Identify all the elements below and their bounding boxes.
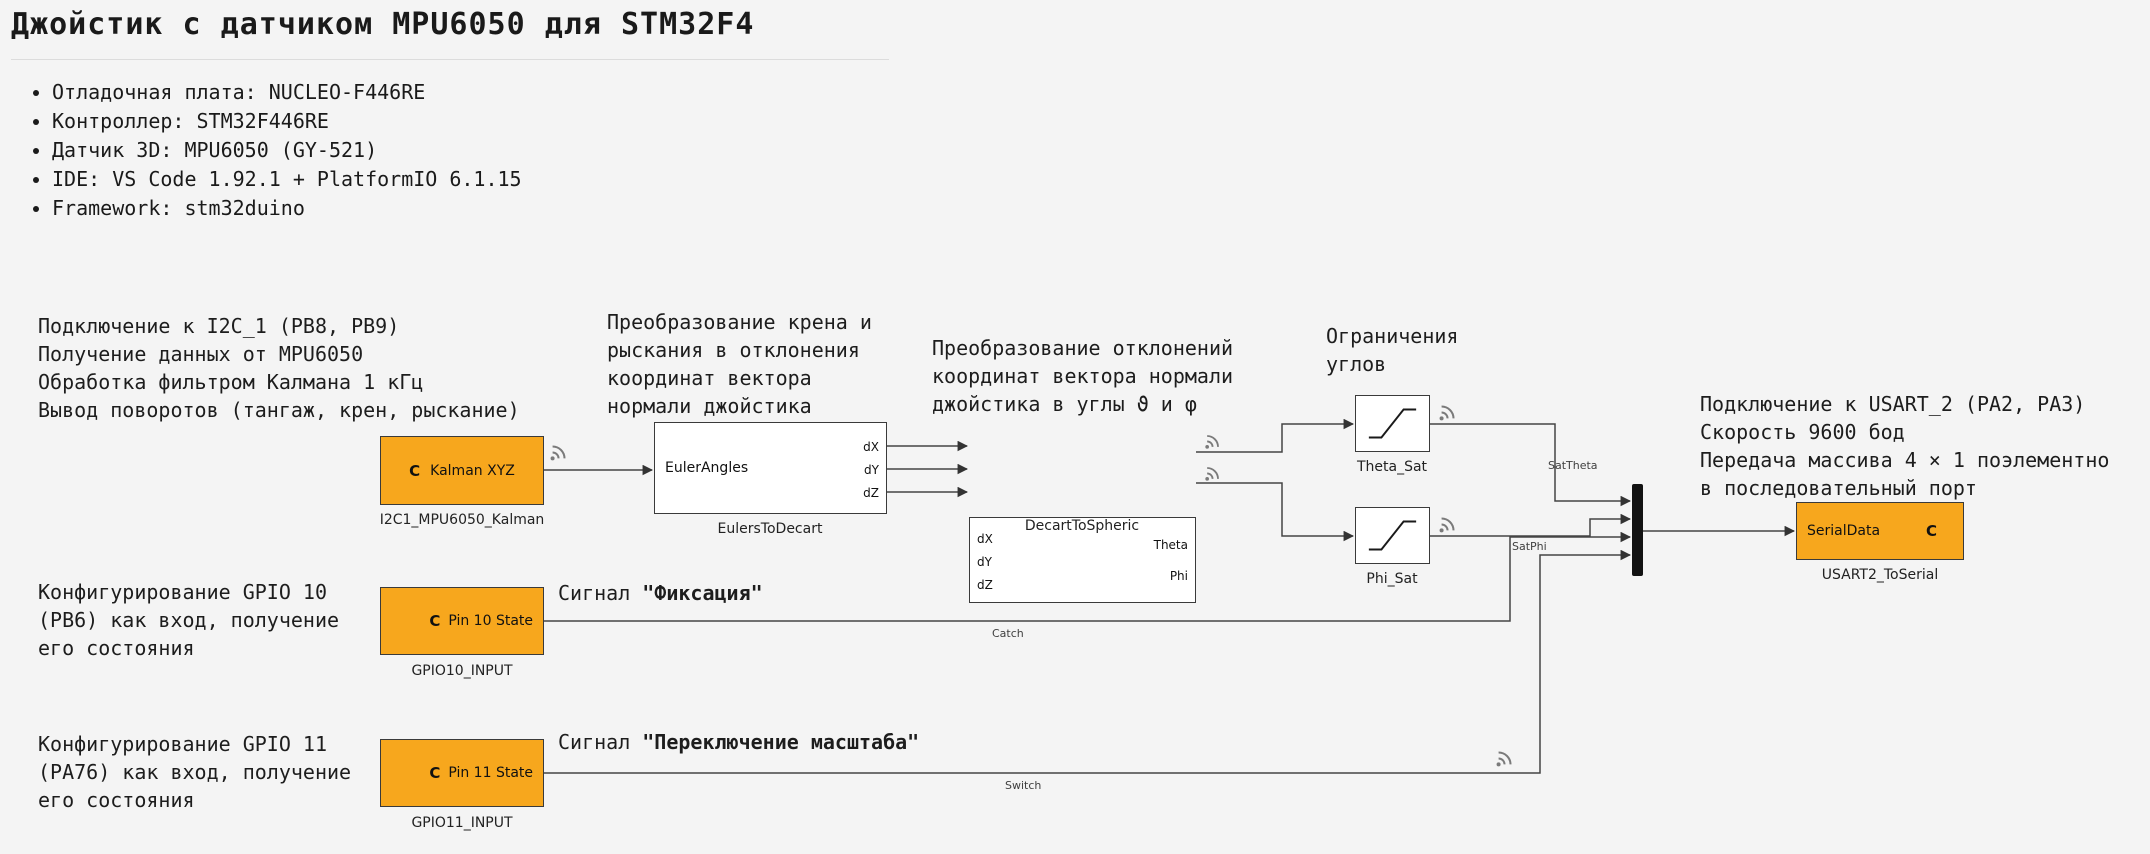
c-function-badge: C <box>1925 522 1937 540</box>
block-decart-to-spheric[interactable]: dX dY dZ Theta Phi <box>969 517 1196 603</box>
spec-item-board: Отладочная плата: NUCLEO-F446RE <box>52 78 522 107</box>
wire-label-satphi: SatPhi <box>1512 540 1547 553</box>
wireless-icon <box>1204 467 1219 482</box>
port-out-phi: Phi <box>1169 569 1188 583</box>
wireless-icon <box>1204 435 1219 450</box>
block-caption-theta-sat: Theta_Sat <box>1356 459 1428 475</box>
block-label: Pin 10 State <box>448 613 533 629</box>
annotation-eulers: Преобразование крена и рыскания в отклон… <box>607 310 872 418</box>
signal-prefix: Сигнал <box>558 730 631 754</box>
annotation-gpio10: Конфигурирование GPIO 10 (PB6) как вход,… <box>38 580 340 660</box>
spec-item-sensor: Датчик 3D: MPU6050 (GY-521) <box>52 136 522 165</box>
block-caption-decart: DecartToSpheric <box>1024 518 1140 534</box>
wire-label-sattheta: SatTheta <box>1548 459 1598 472</box>
block-eulers-to-decart[interactable]: EulerAngles dX dY dZ <box>654 422 887 514</box>
block-usart2-to-serial[interactable]: SerialData C <box>1796 502 1964 560</box>
spec-item-ide: IDE: VS Code 1.92.1 + PlatformIO 6.1.15 <box>52 165 522 194</box>
c-function-badge: C <box>429 612 441 630</box>
port-out-dx: dX <box>863 440 879 454</box>
block-caption-gpio10: GPIO10_INPUT <box>411 663 513 679</box>
port-out-dy: dY <box>864 463 879 477</box>
block-caption-phi-sat: Phi_Sat <box>1366 571 1418 587</box>
signal-label-catch: Сигнал "Фиксация" <box>558 580 763 606</box>
c-function-badge: C <box>409 461 421 480</box>
page-title: Джойстик с датчиком MPU6050 для STM32F4 <box>11 7 755 42</box>
spec-list: Отладочная плата: NUCLEO-F446RE Контролл… <box>18 78 522 223</box>
block-label: Pin 11 State <box>448 765 533 781</box>
signal-prefix: Сигнал <box>558 581 631 605</box>
wireless-icon <box>1438 517 1455 534</box>
spec-item-controller: Контроллер: STM32F446RE <box>52 107 522 136</box>
signal-value: "Переключение масштаба" <box>642 730 920 754</box>
wireless-icon <box>1495 751 1512 768</box>
annotation-gpio11: Конфигурирование GPIO 11 (PA76) как вход… <box>38 732 352 812</box>
block-label: Kalman XYZ <box>430 462 515 479</box>
annotation-decart: Преобразование отклонений координат вект… <box>932 336 1234 416</box>
block-label: EulerAngles <box>665 460 749 476</box>
block-gpio10-input[interactable]: C Pin 10 State <box>380 587 544 655</box>
port-in-dy: dY <box>977 555 992 569</box>
c-function-badge: C <box>429 764 441 782</box>
port-in-dz: dZ <box>977 578 993 592</box>
block-gpio11-input[interactable]: C Pin 11 State <box>380 739 544 807</box>
port-out-dz: dZ <box>863 486 879 500</box>
annotation-usart: Подключение к USART_2 (PA2, PA3) Скорост… <box>1700 392 2110 500</box>
wire-sattheta[interactable] <box>1430 423 1632 507</box>
block-label: SerialData <box>1807 523 1881 539</box>
block-caption-gpio11: GPIO11_INPUT <box>411 815 513 831</box>
wireless-icon <box>549 445 566 462</box>
saturation-icon <box>1368 520 1417 551</box>
mux-block[interactable] <box>1632 484 1643 576</box>
wire-label-catch: Catch <box>992 627 1024 640</box>
block-theta-saturation[interactable] <box>1355 395 1430 452</box>
header: Джойстик с датчиком MPU6050 для STM32F4 <box>11 6 889 60</box>
block-i2c1-mpu6050-kalman[interactable]: C Kalman XYZ <box>380 436 544 505</box>
wire-label-switch: Switch <box>1005 779 1042 792</box>
wire-satphi[interactable] <box>1430 513 1632 537</box>
port-in-dx: dX <box>977 532 993 546</box>
signal-label-switch: Сигнал "Переключение масштаба" <box>558 729 919 755</box>
saturation-icon <box>1368 408 1417 439</box>
annotation-i2c: Подключение к I2C_1 (PB8, PB9) Получение… <box>38 314 520 422</box>
spec-item-framework: Framework: stm32duino <box>52 194 522 223</box>
block-phi-saturation[interactable] <box>1355 507 1430 564</box>
annotation-limits: Ограничения углов <box>1326 324 1459 376</box>
block-caption-eulers: EulersToDecart <box>717 521 823 537</box>
block-caption-usart: USART2_ToSerial <box>1821 567 1939 583</box>
block-caption-kalman: I2C1_MPU6050_Kalman <box>379 512 545 528</box>
wire-phi[interactable] <box>1196 482 1355 542</box>
wireless-icon <box>1438 405 1455 422</box>
port-out-theta: Theta <box>1153 538 1188 552</box>
signal-value: "Фиксация" <box>642 581 763 605</box>
wire-theta[interactable] <box>1196 418 1355 453</box>
